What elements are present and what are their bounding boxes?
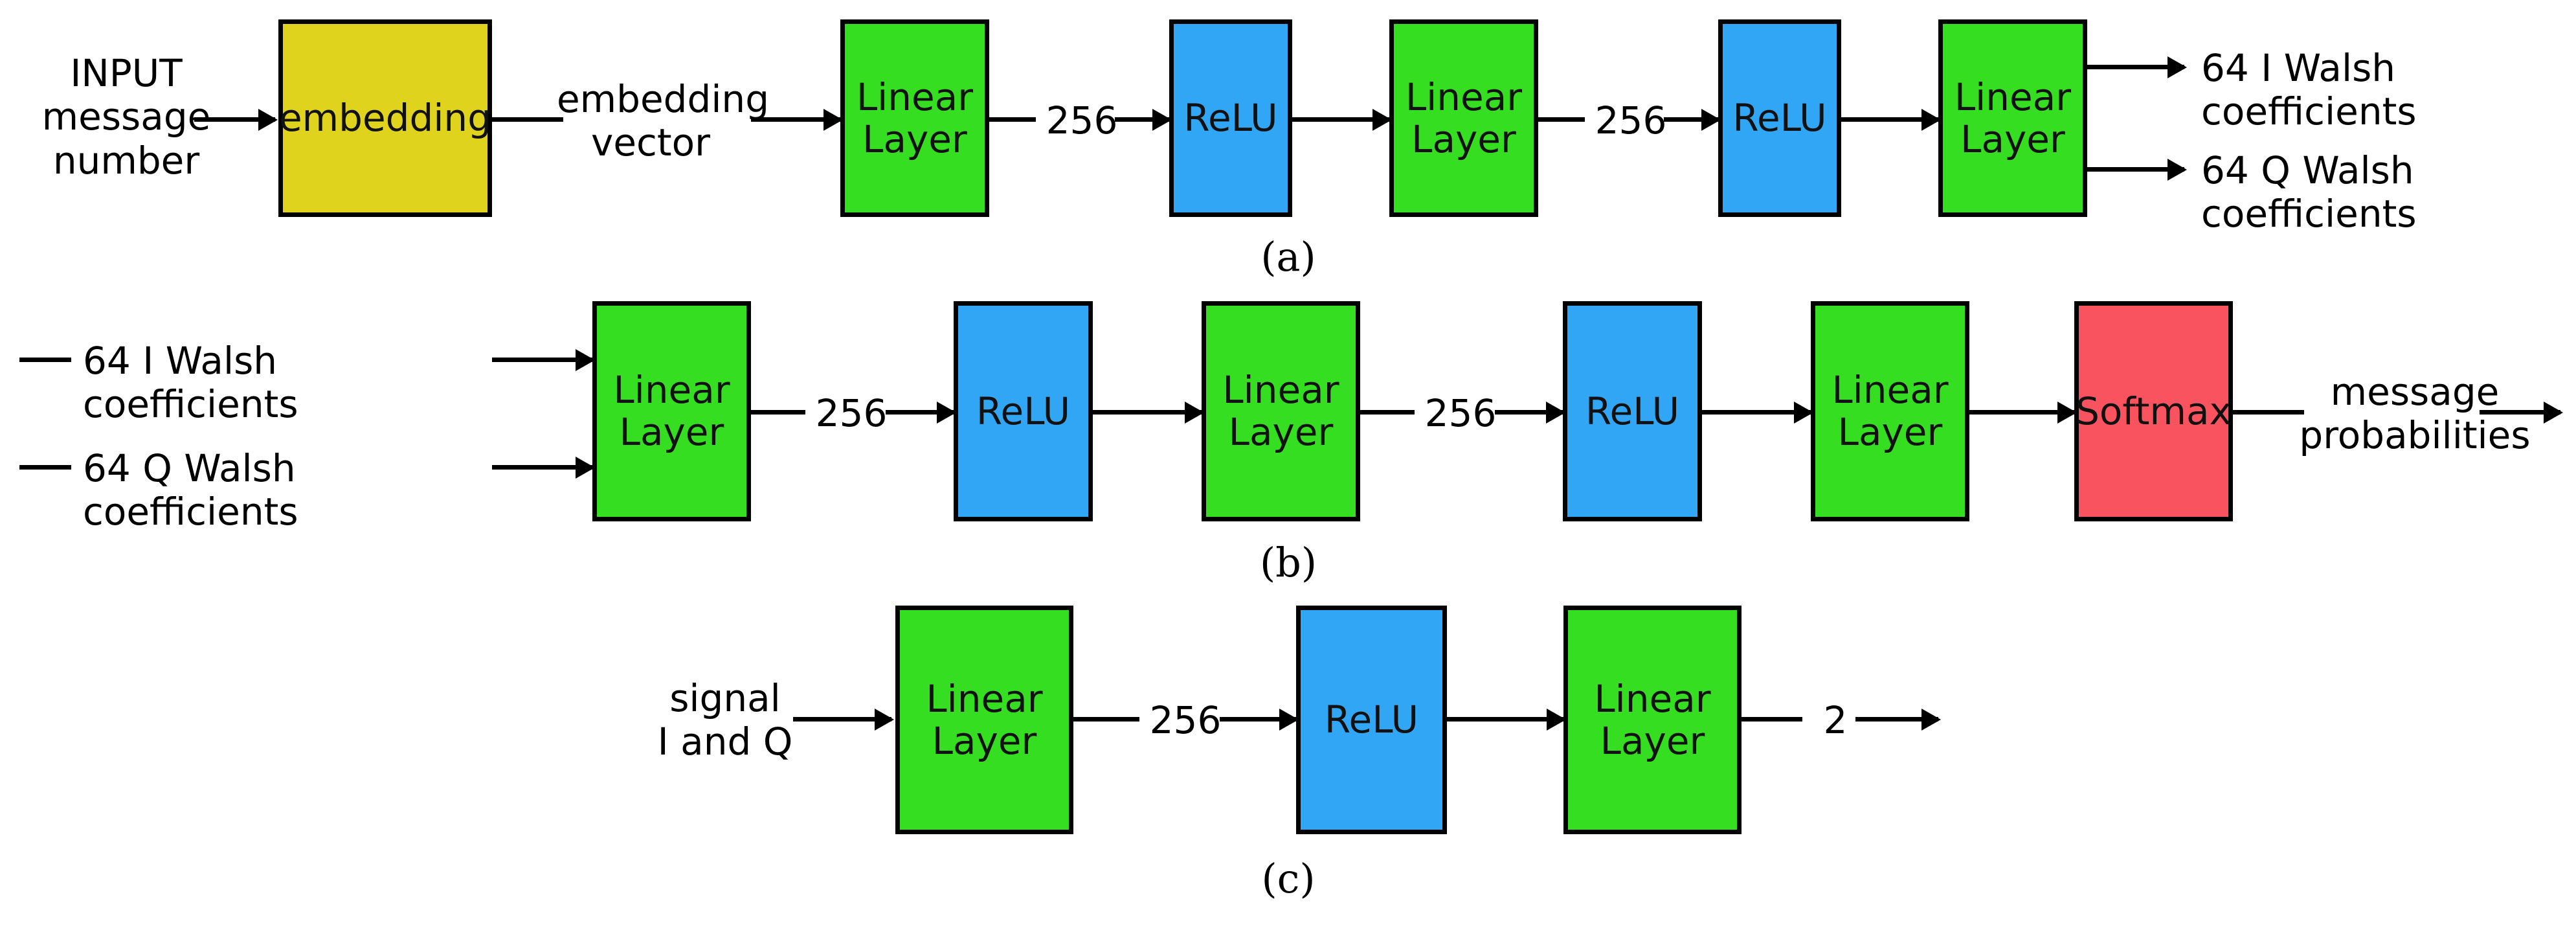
arrow-b-final-out <box>2480 410 2560 415</box>
arrow-c-relu-to-linear2 <box>1447 717 1563 722</box>
arrow-b-linear3-to-softmax <box>1969 410 2074 415</box>
arrow-a-to-relu2 <box>1664 117 1718 122</box>
wire-label-b-256-2: 256 <box>1415 391 1506 435</box>
arrow-b-to-relu1 <box>886 410 954 415</box>
panel-b-input-label-i: 64 I Walsh coefficients <box>83 339 298 427</box>
panel-c-input-label: signal I and Q <box>657 676 793 764</box>
wire-label-embedding-vector: embedding vector <box>557 77 770 165</box>
block-a-relu-2[interactable]: ReLU <box>1718 19 1841 217</box>
arrow-a-relu1-to-linear2 <box>1292 117 1389 122</box>
block-b-linear-layer-3[interactable]: Linear Layer <box>1811 301 1969 521</box>
wire-b-in-i-stub <box>19 358 71 362</box>
arrow-b-in-i <box>492 358 592 362</box>
panel-a-output-label-q: 64 Q Walsh coefficients <box>2201 148 2417 236</box>
caption-panel-b: (b) <box>1259 539 1317 586</box>
arrow-b-relu1-to-linear2 <box>1093 410 1202 415</box>
arrow-a-out-q <box>2087 167 2184 172</box>
wire-b-linear2-out <box>1360 410 1418 415</box>
panel-b-input-label-q: 64 Q Walsh coefficients <box>83 446 298 534</box>
block-b-linear-layer-2[interactable]: Linear Layer <box>1202 301 1360 521</box>
wire-label-a-256-2: 256 <box>1585 98 1677 142</box>
arrow-embedding-to-linear1 <box>751 117 840 122</box>
block-a-linear-layer-1[interactable]: Linear Layer <box>840 19 989 217</box>
arrow-b-relu2-to-linear3 <box>1702 410 1811 415</box>
wire-b-in-q-stub <box>19 465 71 470</box>
panel-b-output-label: message probabilities <box>2299 370 2531 458</box>
block-c-linear-layer-2[interactable]: Linear Layer <box>1563 606 1742 834</box>
caption-panel-a: (a) <box>1260 233 1316 280</box>
wire-b-linear1-out <box>751 410 809 415</box>
wire-label-b-256-1: 256 <box>805 391 897 435</box>
arrow-b-to-relu2 <box>1495 410 1563 415</box>
arrow-a-to-relu1 <box>1115 117 1169 122</box>
block-c-linear-layer-1[interactable]: Linear Layer <box>895 606 1073 834</box>
block-a-relu-1[interactable]: ReLU <box>1169 19 1292 217</box>
wire-label-c-256: 256 <box>1139 698 1231 742</box>
wire-b-softmax-out <box>2233 410 2304 415</box>
block-b-relu-2[interactable]: ReLU <box>1563 301 1702 521</box>
arrow-a-relu2-to-linear3 <box>1841 117 1938 122</box>
block-b-softmax[interactable]: Softmax <box>2074 301 2233 521</box>
arrow-a-out-i <box>2087 65 2184 69</box>
arrow-c-in <box>793 717 891 722</box>
arrow-c-to-relu <box>1220 717 1296 722</box>
panel-a-output-label-i: 64 I Walsh coefficients <box>2201 46 2417 134</box>
wire-a-linear1-out <box>989 117 1041 122</box>
block-c-relu[interactable]: ReLU <box>1296 606 1447 834</box>
wire-embedding-out <box>492 117 563 122</box>
wire-a-linear2-out <box>1538 117 1590 122</box>
wire-c-linear2-out <box>1742 717 1806 722</box>
block-b-relu-1[interactable]: ReLU <box>954 301 1093 521</box>
block-a-linear-layer-2[interactable]: Linear Layer <box>1389 19 1538 217</box>
block-a-embedding[interactable]: embedding <box>278 19 492 217</box>
arrow-input-to-embedding <box>194 117 275 122</box>
block-b-linear-layer-1[interactable]: Linear Layer <box>592 301 751 521</box>
caption-panel-c: (c) <box>1261 855 1316 902</box>
wire-label-a-256-1: 256 <box>1036 98 1128 142</box>
block-a-linear-layer-3[interactable]: Linear Layer <box>1938 19 2087 217</box>
arrow-c-final-out <box>1855 717 1938 722</box>
arrow-b-in-q <box>492 465 592 470</box>
panel-a-input-label: INPUT message number <box>41 51 211 183</box>
wire-c-linear1-out <box>1073 717 1145 722</box>
